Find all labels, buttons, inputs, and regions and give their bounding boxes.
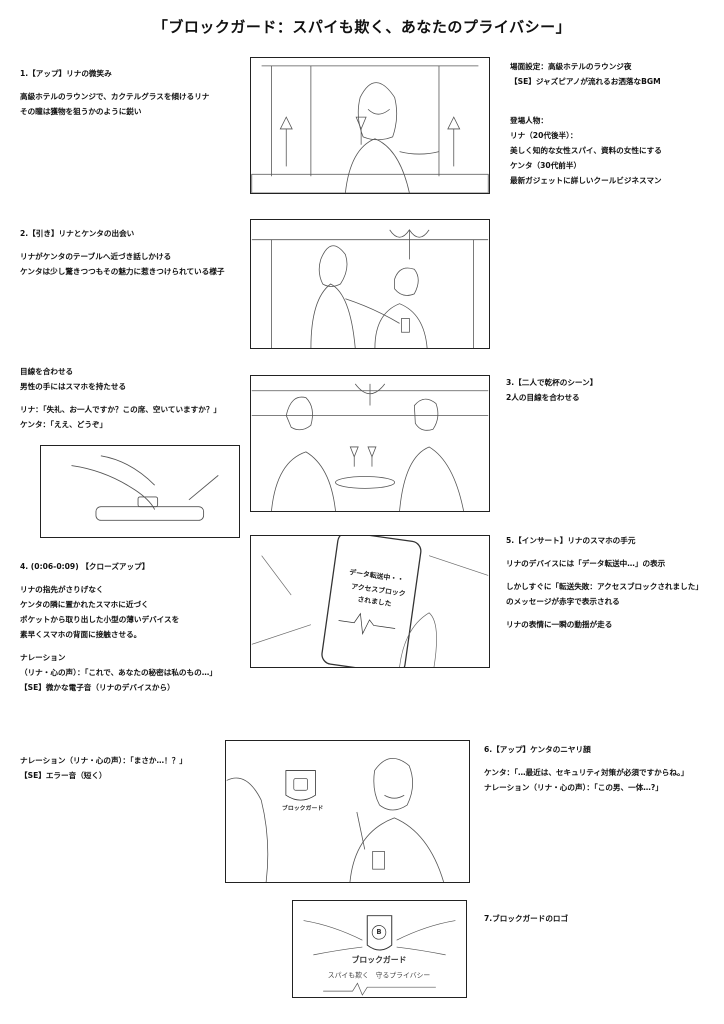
scene1-line: その瞳は獲物を狙うかのように鋭い (20, 107, 142, 116)
scene6-line: ナレーション（リナ・心の声）：「この男、一体…?」 (484, 783, 663, 792)
scene4-line: リナの指先がさりげなく (20, 585, 104, 594)
lounge-woman-drinking-illustration (251, 65, 489, 193)
scene3-line: 2人の目線を合わせる (506, 393, 580, 402)
cast-line: リナ（20代後半）： (510, 131, 578, 140)
scene3-heading: 3.【二人で乾杯のシーン】 (506, 378, 598, 387)
logo-tagline: スパイも欺く 守るプライバシー (328, 970, 431, 979)
scene2-heading: 2.【引き】リナとケンタの出会い (20, 229, 135, 238)
scene1-heading: 1.【アップ】リナの微笑み (20, 69, 112, 78)
cast-heading: 登場人物： (510, 116, 548, 125)
scene4-heading: 4. (0:06-0:09) 【クローズアップ】 (20, 562, 150, 571)
scene4-line: ケンタの隣に置かれたスマホに近づく (20, 600, 149, 609)
scene4-line: 素早くスマホの背面に接触させる。 (20, 630, 142, 639)
narration-line: ナレーション（リナ・心の声）：「まさか…！？」 (20, 756, 187, 765)
scene6-notes: ナレーション（リナ・心の声）：「まさか…！？」 【SE】エラー音（短く） (20, 753, 187, 783)
screen-text-done: されました (357, 594, 392, 608)
phone-screen-illustration: データ転送中・・ アクセスブロック されました (251, 536, 489, 667)
rina-approaches-kenta-illustration (251, 229, 489, 348)
hand-device-on-phone-illustration (71, 455, 219, 521)
scene1-line: 高級ホテルのラウンジで、カクテルグラスを傾けるリナ (20, 92, 210, 101)
scene5-heading: 5.【インサート】リナのスマホの手元 (506, 536, 636, 545)
dialogue-line: リナ：「失礼、お一人ですか？この席、空いていますか？」 (20, 405, 221, 414)
note-line: 男性の手にはスマホを持たせる (20, 382, 127, 391)
panel-scene1-illustration (250, 57, 490, 194)
scene3-notes: 目線を合わせる 男性の手にはスマホを持たせる リナ：「失礼、お一人ですか？この席… (20, 364, 221, 432)
scene5-text: 5.【インサート】リナのスマホの手元 リナのデバイスには「データ転送中…」の表示… (506, 533, 703, 632)
scene6-heading: 6.【アップ】ケンタのニヤリ顔 (484, 745, 591, 754)
narration-line: 【SE】微かな電子音（リナのデバイスから） (20, 683, 175, 692)
scene2-line: ケンタは少し驚きつつもその魅力に惹きつけられている様子 (20, 267, 225, 276)
screen-text-transfer: データ転送中・・ (349, 567, 405, 584)
panel-scene6-illustration: ブロックガード (225, 740, 470, 883)
toast-scene-illustration (251, 383, 489, 511)
scene6-text: 6.【アップ】ケンタのニヤリ顔 ケンタ：「…最近は、セキュリティ対策が必須ですか… (484, 742, 688, 795)
setting-text: 場面設定：高級ホテルのラウンジ夜 【SE】ジャズピアノが流れるお洒落なBGM 登… (510, 59, 662, 188)
scene7-text: 7.ブロックガードのロゴ (484, 911, 568, 926)
scene5-line: のメッセージが赤字で表示される (506, 597, 620, 606)
panel-hand-phone-illustration (40, 445, 240, 538)
panel-scene3-illustration (250, 375, 490, 512)
scene1-text: 1.【アップ】リナの微笑み 高級ホテルのラウンジで、カクテルグラスを傾けるリナ … (20, 66, 209, 119)
scene4-line: ポケットから取り出した小型の薄いデバイスを (20, 615, 180, 624)
cast-line: 美しく知的な女性スパイ、資料の女性にする (510, 146, 662, 155)
sign-text: ブロックガード (282, 804, 323, 812)
scene5-line: リナの表情に一瞬の動揺が走る (506, 620, 613, 629)
setting-line: 場面設定：高級ホテルのラウンジ夜 (510, 62, 632, 71)
kenta-smirk-illustration: ブロックガード (226, 758, 445, 882)
dialogue-line: ケンタ：「ええ、どうぞ」 (20, 420, 108, 429)
panel-scene5-illustration: データ転送中・・ アクセスブロック されました (250, 535, 490, 668)
scene7-heading: 7.ブロックガードのロゴ (484, 914, 569, 923)
note-line: 目線を合わせる (20, 367, 74, 376)
scene6-line: ケンタ：「…最近は、セキュリティ対策が必須ですからね。」 (484, 768, 689, 777)
logo-name: ブロックガード (352, 955, 407, 965)
cast-line: 最新ガジェットに詳しいクールビジネスマン (510, 176, 662, 185)
narration-line: （リナ・心の声）：「これで、あなたの秘密は私のもの…」 (20, 668, 217, 677)
setting-line: 【SE】ジャズピアノが流れるお洒落なBGM (510, 77, 661, 86)
scene4-text: 4. (0:06-0:09) 【クローズアップ】 リナの指先がさりげなく ケンタ… (20, 559, 217, 695)
scene5-line: しかしすぐに「転送失敗：アクセスブロックされました」 (506, 582, 703, 591)
logo-b-glyph: B (376, 928, 381, 936)
se-line: 【SE】エラー音（短く） (20, 771, 107, 780)
scene2-line: リナがケンタのテーブルへ近づき話しかける (20, 252, 172, 261)
narration-line: ナレーション (20, 653, 66, 662)
scene2-text: 2.【引き】リナとケンタの出会い リナがケンタのテーブルへ近づき話しかける ケン… (20, 226, 224, 279)
scene3-text: 3.【二人で乾杯のシーン】 2人の目線を合わせる (506, 375, 597, 405)
cast-line: ケンタ（30代前半） (510, 161, 582, 170)
panel-scene2-illustration (250, 219, 490, 349)
blockguard-logo-illustration: B ブロックガード スパイも欺く 守るプライバシー (303, 915, 456, 996)
page-title: 「ブロックガード：スパイも欺く、あなたのプライバシー」 (152, 18, 572, 36)
panel-scene7-logo: B ブロックガード スパイも欺く 守るプライバシー (292, 900, 467, 998)
scene5-line: リナのデバイスには「データ転送中…」の表示 (506, 559, 666, 568)
